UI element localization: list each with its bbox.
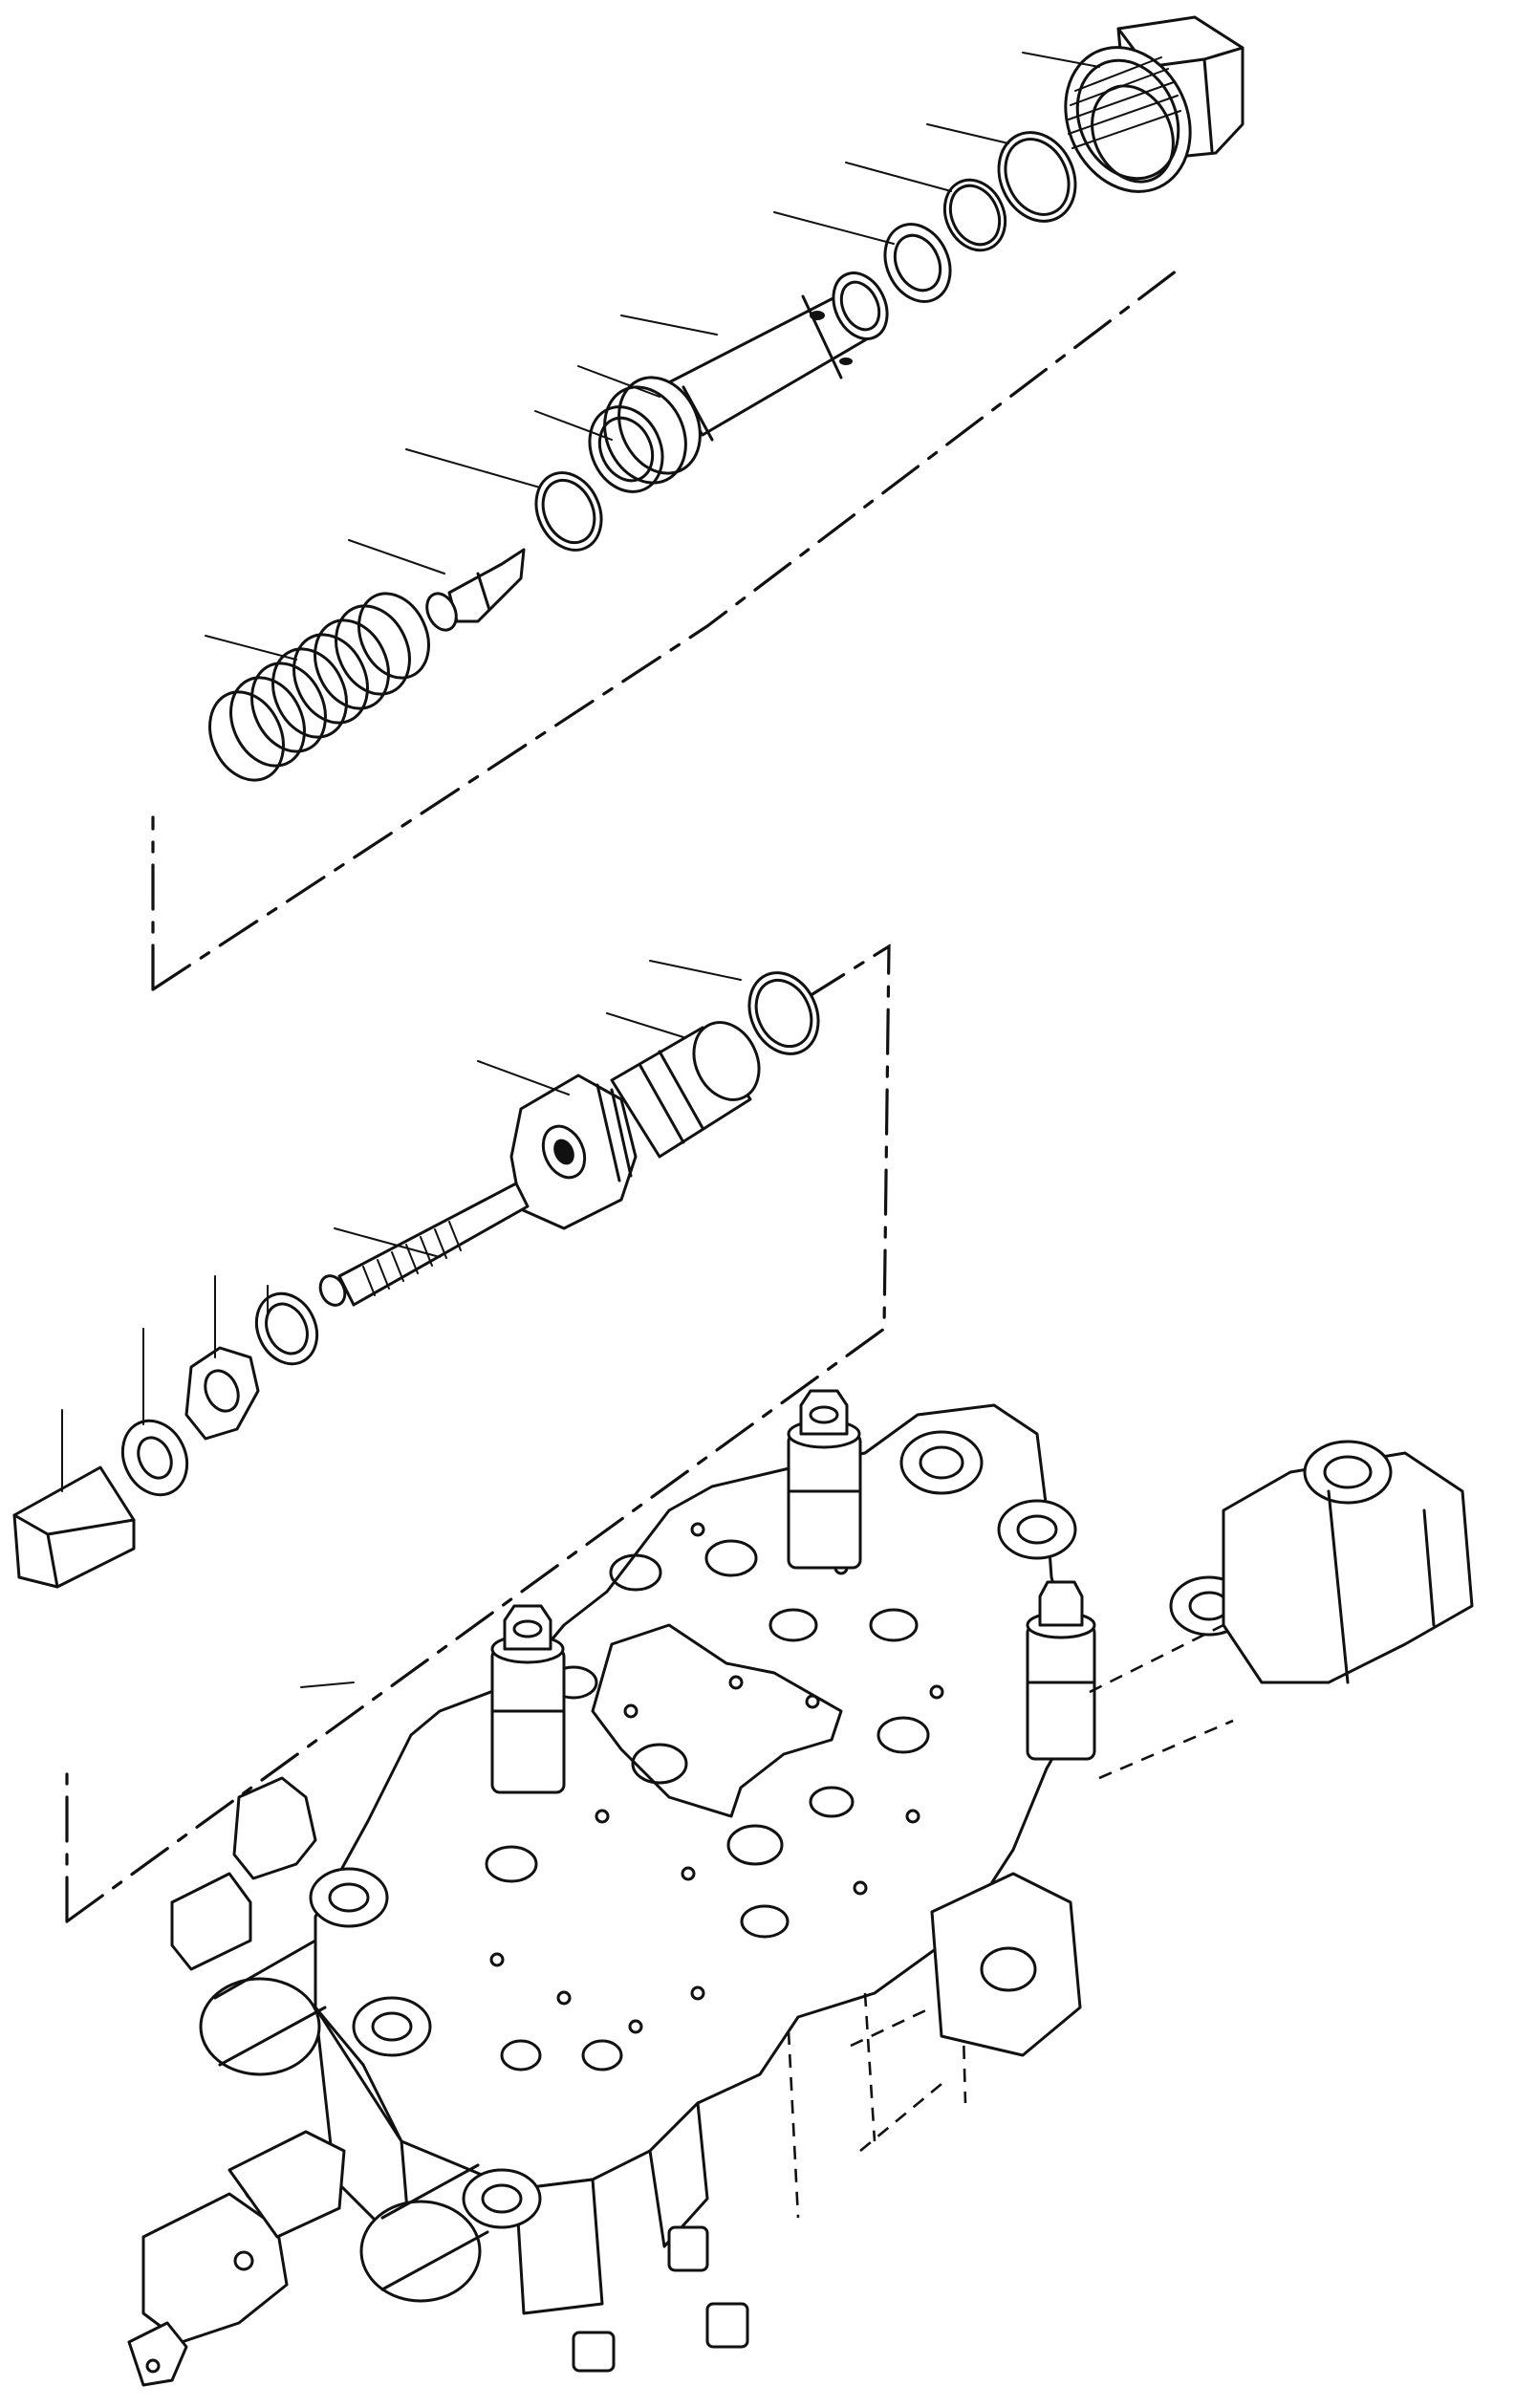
- inlet-end-cover: [1089, 1440, 1474, 1780]
- poppet-cone: [425, 548, 526, 632]
- lower-adjuster-assembly: [12, 944, 891, 1923]
- valve-body: [127, 1389, 1474, 2387]
- callout-leaders-lower: [61, 960, 742, 1492]
- callout-leader-body: [300, 1681, 355, 1688]
- piston-seat: [588, 376, 714, 493]
- hex-plug: [1064, 15, 1244, 193]
- spool-end-2: [359, 2163, 489, 2303]
- installed-relief-cartridge-3: [1026, 1580, 1096, 1761]
- flat-washer: [120, 1419, 189, 1497]
- sealing-washer: [254, 1291, 319, 1366]
- o-ring-small: [534, 471, 603, 552]
- cap-nut: [12, 1465, 136, 1589]
- callout-leaders-upper: [205, 52, 1100, 661]
- o-ring-large: [997, 131, 1077, 223]
- assembly-phantom-line-upper: [151, 266, 1182, 991]
- plate-ports: [485, 1539, 930, 1939]
- adjuster-housing: [509, 1021, 761, 1230]
- end-cover-port-face: [850, 1872, 1082, 2153]
- upper-relief-valve-assembly: [151, 15, 1244, 991]
- o-ring-adjuster: [747, 971, 820, 1055]
- spool-end-1: [199, 1939, 327, 2076]
- installed-relief-cartridge-2: [490, 1604, 566, 1794]
- assembly-phantom-line-lower: [65, 944, 891, 1923]
- lock-nut: [184, 1346, 260, 1441]
- spool-actuator: [127, 2130, 346, 2387]
- o-ring-medium: [942, 178, 1007, 252]
- installed-relief-cartridge-1: [787, 1389, 862, 1570]
- adjusting-screw: [318, 1182, 530, 1307]
- valve-top-plate: [314, 1403, 1096, 2191]
- drain-fittings: [572, 2225, 749, 2373]
- poppet-sleeve: [667, 271, 889, 437]
- detent-cap: [170, 1776, 317, 1971]
- backup-ring: [883, 223, 952, 303]
- internal-gallery: [591, 1623, 843, 1818]
- spring: [208, 592, 430, 782]
